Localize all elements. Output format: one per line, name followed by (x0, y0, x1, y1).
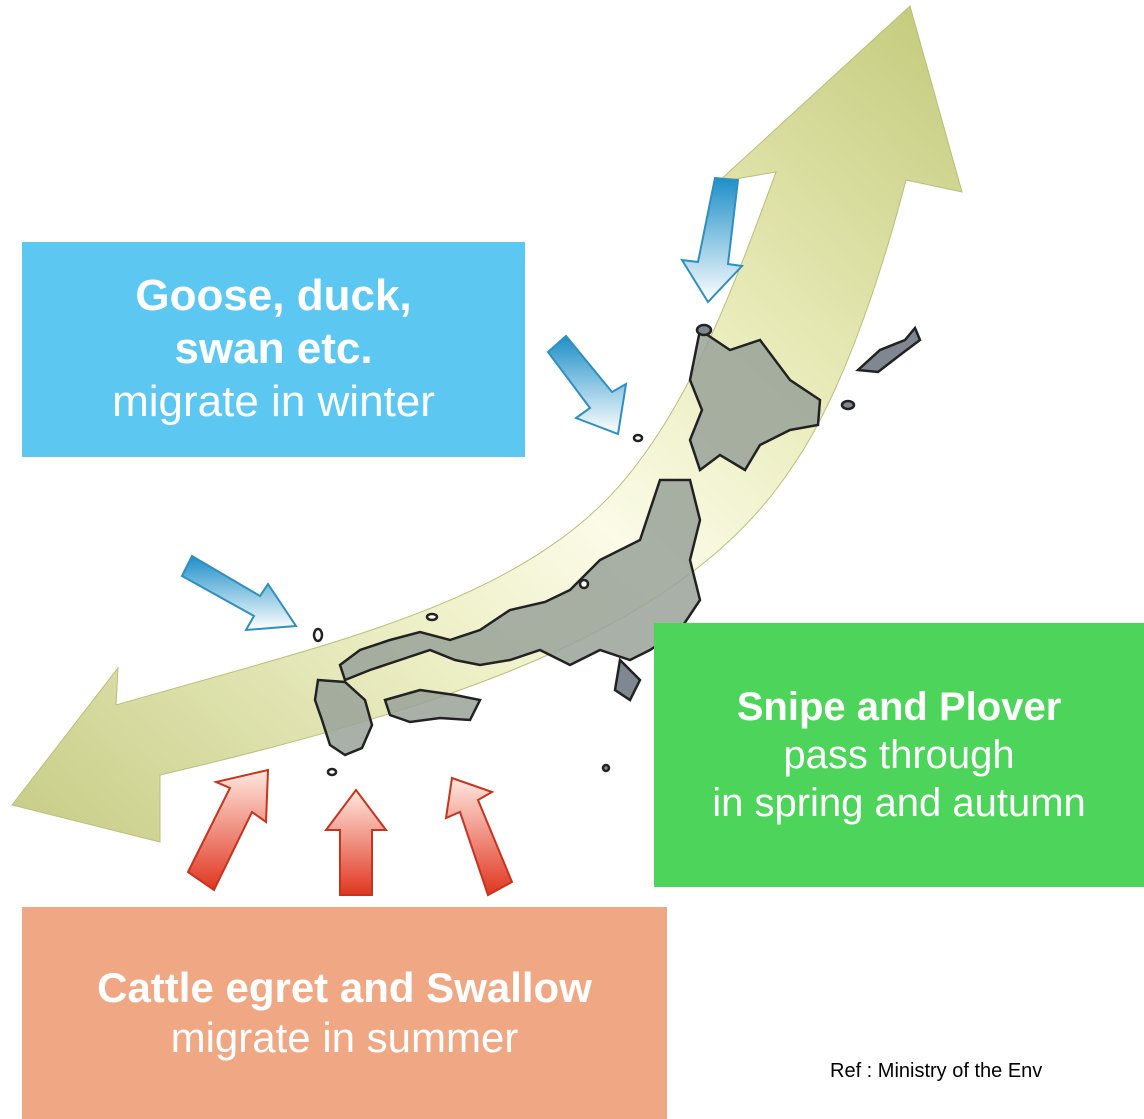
islet-west-2 (425, 612, 439, 622)
summer-arrow-right (444, 776, 514, 897)
winter-arrow-middle (546, 334, 628, 436)
winter-migration-box: Goose, duck, swan etc. migrate in winter (22, 242, 525, 457)
islet-west-1 (312, 627, 324, 643)
islet-south-1 (601, 763, 611, 773)
islet-south-2 (326, 767, 338, 777)
winter-arrow-west (180, 554, 298, 632)
summer-arrows (186, 768, 514, 897)
summer-arrow-left (186, 768, 270, 892)
passage-action-text: pass through (783, 733, 1015, 777)
islet-west-3 (578, 578, 590, 590)
winter-species-line1: Goose, duck, (135, 271, 412, 321)
winter-species-line2: swan etc. (174, 324, 373, 374)
winter-arrows (180, 176, 745, 632)
hokkaido-island (688, 327, 822, 473)
summer-arrow-center (324, 788, 388, 896)
kuril-islands (855, 325, 922, 374)
islet-north-2 (695, 323, 713, 337)
summer-season-text: migrate in summer (170, 1014, 519, 1061)
winter-season-text: migrate in winter (112, 376, 435, 426)
passage-migration-box: Snipe and Plover pass through in spring … (654, 623, 1144, 887)
shikoku-island (383, 688, 482, 724)
passage-season-text: in spring and autumn (712, 781, 1086, 825)
winter-arrow-north (680, 176, 745, 304)
japan-map (312, 323, 922, 777)
reference-text: Ref : Ministry of the Env (830, 1060, 1043, 1082)
kyushu-island (313, 678, 374, 757)
izu-islands (613, 657, 642, 702)
islet-north-3 (632, 433, 644, 443)
summer-species-line: Cattle egret and Swallow (97, 963, 592, 1011)
passage-species-line: Snipe and Plover (736, 685, 1062, 729)
islet-north-1 (840, 399, 856, 411)
summer-migration-box: Cattle egret and Swallow migrate in summ… (22, 907, 667, 1119)
